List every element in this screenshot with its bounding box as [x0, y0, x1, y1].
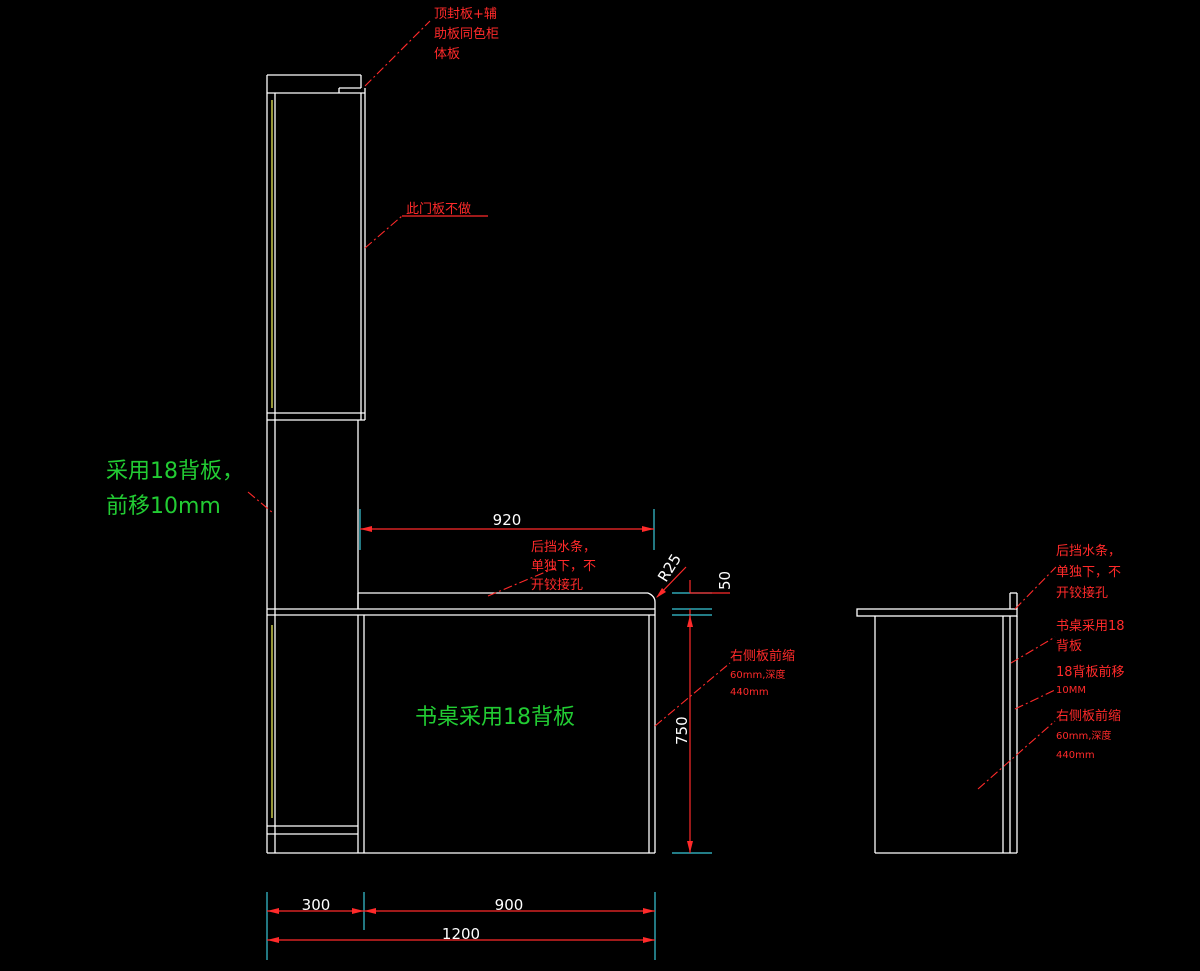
note-side-back-move-line1: 18背板前移 [1056, 664, 1125, 680]
dim-radius: R25 [654, 551, 687, 598]
note-side-right-panel-line2: 60mm,深度 [1056, 729, 1111, 742]
note-backsplash: 后挡水条， 单独下，不 开铰接孔 [487, 539, 596, 597]
dim-750: 750 [672, 614, 712, 854]
dim-radius-label: R25 [654, 551, 685, 586]
note-top-panel-line3: 体板 [434, 47, 460, 62]
dim-920: 920 [359, 509, 655, 550]
dim-50: 50 [672, 571, 734, 618]
tall-cabinet [266, 74, 366, 854]
note-right-panel: 右侧板前缩 60mm,深度 440mm [654, 648, 795, 727]
green-desk-board-label: 书桌采用18背板 [415, 705, 575, 730]
note-side-desk-back-line2: 背板 [1056, 639, 1082, 654]
note-top-panel-line1: 顶封板+辅 [434, 7, 497, 22]
note-right-panel-line1: 右侧板前缩 [730, 648, 795, 664]
green-back-board-note: 采用18背板， 前移10mm [106, 459, 274, 519]
note-backsplash-line1: 后挡水条， [531, 539, 596, 555]
dim-300-label: 300 [302, 896, 331, 914]
desk-side-view [856, 592, 1018, 854]
note-backsplash-line2: 单独下，不 [531, 559, 596, 574]
note-side-back-move: 18背板前移 10MM [1014, 664, 1125, 710]
green-back-board-line1: 采用18背板， [106, 459, 244, 484]
note-side-backsplash: 后挡水条， 单独下，不 开铰接孔 [1014, 543, 1121, 610]
dim-bottom: 300 900 1200 [266, 892, 656, 960]
green-back-board-line2: 前移10mm [106, 494, 221, 519]
note-side-desk-back: 书桌采用18 背板 [1010, 619, 1125, 664]
note-side-right-panel: 右侧板前缩 60mm,深度 440mm [977, 708, 1121, 790]
note-side-right-panel-line1: 右侧板前缩 [1056, 708, 1121, 724]
dim-750-label: 750 [673, 716, 691, 745]
note-backsplash-line3: 开铰接孔 [531, 577, 583, 593]
note-top-panel-line2: 助板同色柜 [434, 26, 499, 42]
note-side-desk-back-line1: 书桌采用18 [1056, 619, 1125, 634]
desk-front [357, 592, 656, 854]
dim-1200-label: 1200 [442, 925, 480, 943]
note-no-door-text: 此门板不做 [406, 202, 471, 217]
note-side-backsplash-line2: 单独下，不 [1056, 565, 1121, 580]
note-no-door: 此门板不做 [364, 202, 488, 249]
note-right-panel-line3: 440mm [730, 687, 769, 698]
note-top-panel: 顶封板+辅 助板同色柜 体板 [364, 7, 499, 87]
dim-900-label: 900 [495, 896, 524, 914]
dim-50-label: 50 [716, 571, 734, 590]
note-side-right-panel-line3: 440mm [1056, 750, 1095, 761]
note-side-backsplash-line1: 后挡水条， [1056, 543, 1121, 559]
note-side-backsplash-line3: 开铰接孔 [1056, 585, 1108, 601]
note-right-panel-line2: 60mm,深度 [730, 668, 785, 681]
dim-920-label: 920 [493, 511, 522, 529]
note-side-back-move-line2: 10MM [1056, 685, 1086, 696]
